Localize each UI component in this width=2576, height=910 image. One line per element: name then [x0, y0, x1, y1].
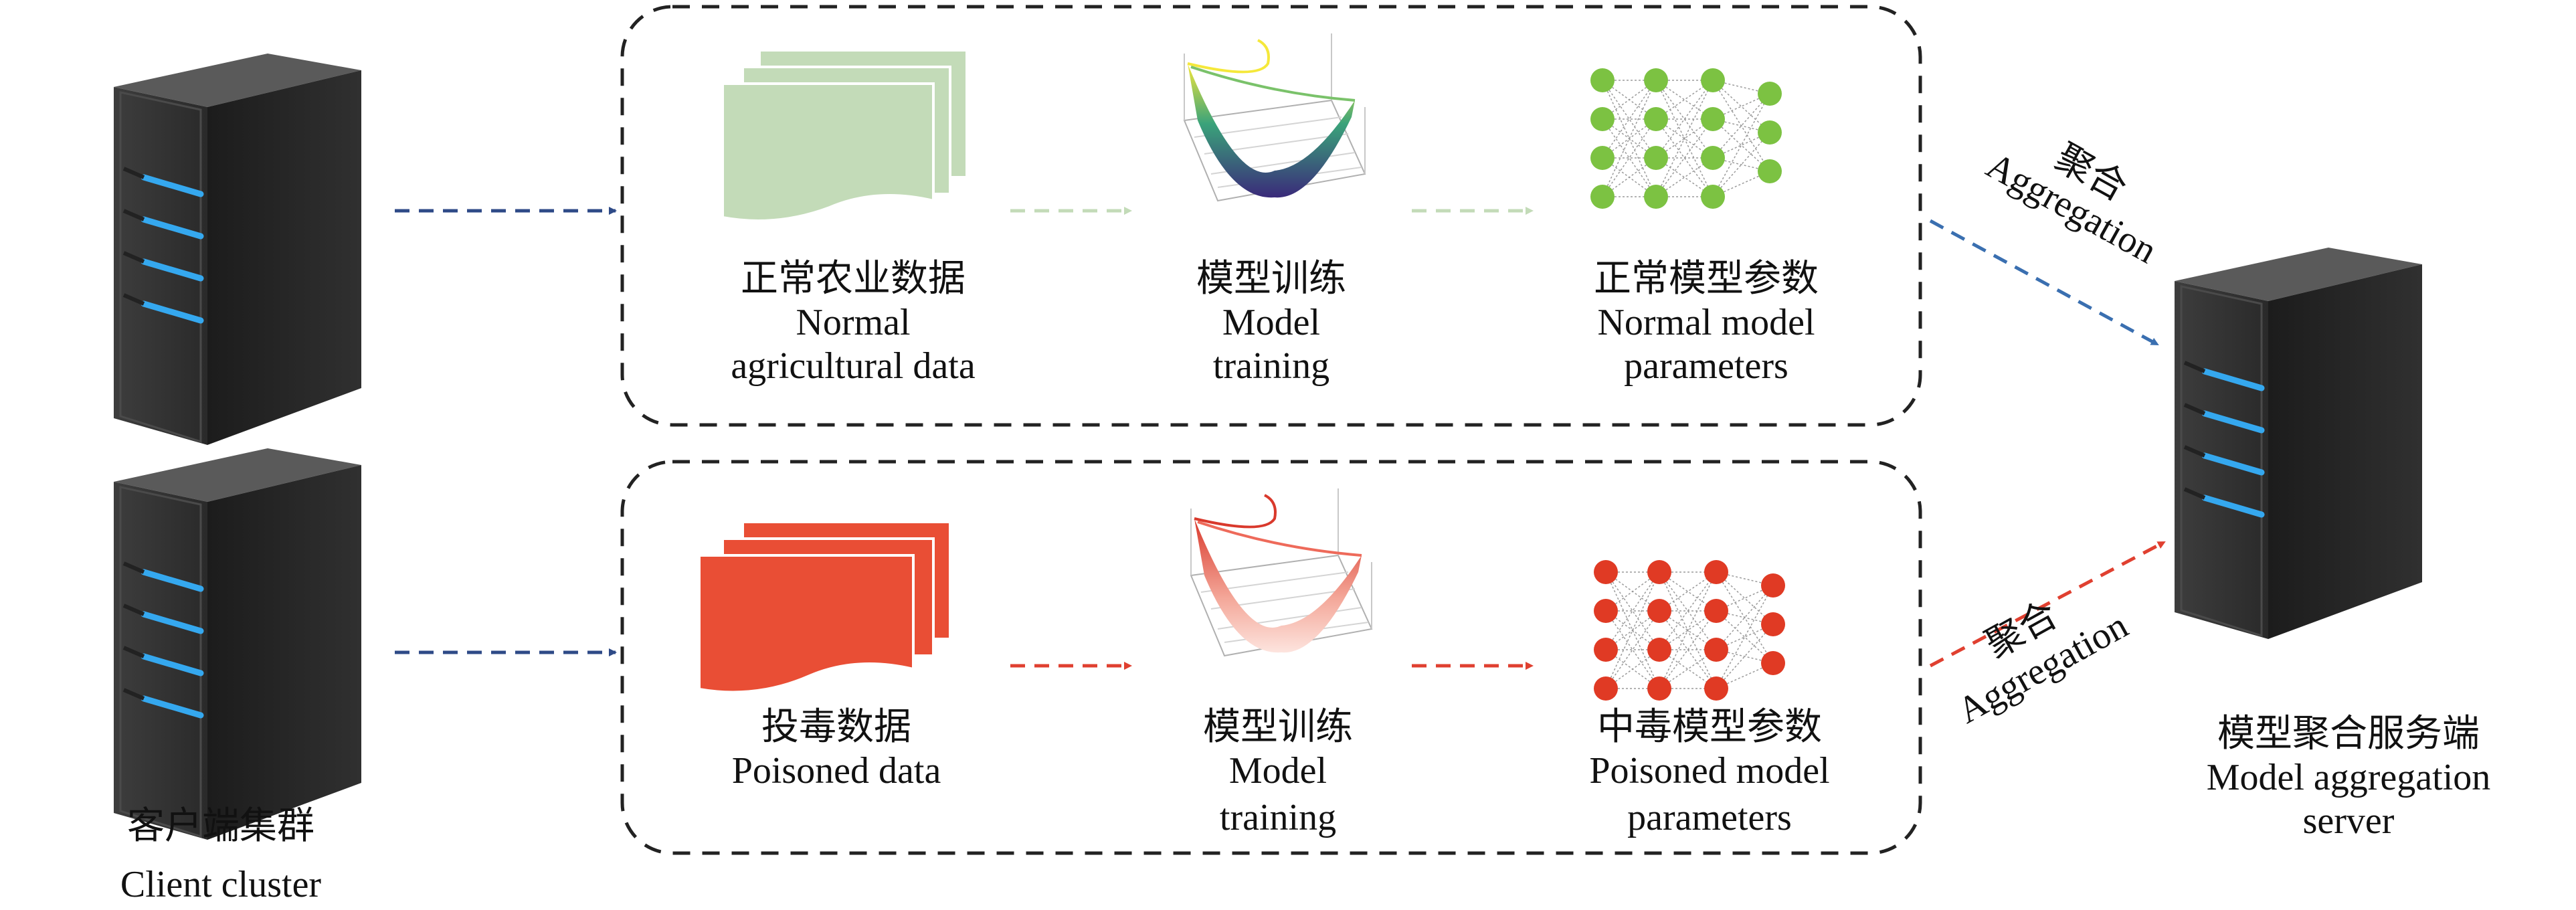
network-edge [1605, 649, 1660, 689]
normal-training-surface-icon [1183, 33, 1366, 202]
network-edge [1602, 80, 1657, 197]
normal-pipeline-box [620, 5, 1922, 427]
network-node [1594, 638, 1618, 662]
network-node [1701, 107, 1725, 131]
aggregation-server-icon [2173, 246, 2423, 640]
network-node [1594, 599, 1618, 623]
network-node [1594, 676, 1618, 701]
poisoned-params-network-icon [1594, 560, 1785, 701]
network-node [1590, 68, 1615, 92]
network-node [1647, 676, 1671, 701]
normal-data-label-cn: 正常农业数据 [741, 258, 965, 300]
client-cluster-label-en: Client cluster [120, 864, 322, 905]
server-label-en-line2: server [2303, 800, 2395, 842]
normal-data-label-en-line1: Normal [796, 302, 910, 343]
network-node [1701, 68, 1725, 92]
normal-params-label-en-line2: parameters [1624, 345, 1788, 387]
network-node [1701, 185, 1725, 209]
network-node [1590, 146, 1615, 170]
poisoned-params-label-cn: 中毒模型参数 [1597, 707, 1822, 748]
normal-training-label-en-line2: training [1213, 345, 1329, 387]
network-edge [1655, 80, 1714, 197]
network-node [1758, 82, 1782, 106]
network-edge [1605, 571, 1660, 612]
normal-params-network-icon [1590, 68, 1782, 209]
client-server-icon-bottom [112, 447, 363, 841]
aggregation-arrow-top [1929, 219, 2158, 347]
network-node [1647, 638, 1671, 662]
network-edge [1716, 571, 1774, 625]
client-cluster-label-cn: 客户端集群 [127, 806, 314, 847]
poisoned-data-label-cn: 投毒数据 [761, 707, 911, 748]
network-node [1758, 120, 1782, 145]
network-edge [1602, 80, 1657, 120]
server-label-en-line1: Model aggregation [2207, 757, 2491, 798]
normal-training-label-en-line1: Model [1222, 302, 1320, 343]
network-node [1761, 651, 1785, 675]
network-node [1590, 107, 1615, 131]
network-edge [1712, 118, 1770, 172]
network-node [1644, 146, 1668, 170]
normal-training-label-cn: 模型训练 [1196, 258, 1346, 300]
network-edge [1716, 610, 1774, 664]
network-node [1644, 107, 1668, 131]
network-edge [1602, 80, 1657, 197]
poisoned-training-label-en-line1: Model [1229, 750, 1327, 792]
network-node [1758, 159, 1782, 183]
network-node [1647, 560, 1671, 584]
network-edge [1605, 610, 1660, 650]
network-node [1761, 573, 1785, 598]
normal-params-label-en-line1: Normal model [1597, 302, 1815, 343]
client-server-icon-top [112, 52, 363, 446]
network-node [1701, 146, 1725, 170]
network-node [1594, 560, 1618, 584]
network-node [1704, 676, 1728, 701]
network-edge [1659, 571, 1717, 689]
network-node [1644, 68, 1668, 92]
network-edge [1712, 93, 1770, 197]
network-node [1704, 560, 1728, 584]
network-node [1761, 612, 1785, 636]
network-edge [1605, 571, 1660, 689]
poisoned-params-label-en-line2: parameters [1627, 797, 1792, 838]
network-node [1644, 185, 1668, 209]
network-edge [1602, 118, 1657, 159]
normal-data-icon [721, 49, 968, 222]
network-node [1704, 638, 1728, 662]
network-edge [1605, 571, 1660, 689]
poison-pipeline-box [620, 460, 1922, 855]
network-edge [1602, 157, 1657, 197]
normal-data-label-en-line2: agricultural data [731, 345, 976, 387]
normal-params-label-cn: 正常模型参数 [1594, 258, 1819, 300]
poisoned-data-label-en: Poisoned data [732, 750, 941, 792]
network-edge [1712, 80, 1770, 133]
poisoned-training-surface-icon [1190, 488, 1373, 657]
network-node [1647, 599, 1671, 623]
poisoned-training-label-en-line2: training [1220, 797, 1336, 838]
poisoned-data-icon [698, 521, 951, 694]
network-node [1704, 599, 1728, 623]
poisoned-params-label-en-line1: Poisoned model [1589, 750, 1829, 792]
network-edge [1716, 585, 1774, 689]
aggregation-arrow-bottom [1929, 540, 2165, 668]
network-node [1590, 185, 1615, 209]
server-label-cn: 模型聚合服务端 [2217, 713, 2480, 755]
poisoned-training-label-cn: 模型训练 [1203, 707, 1353, 748]
